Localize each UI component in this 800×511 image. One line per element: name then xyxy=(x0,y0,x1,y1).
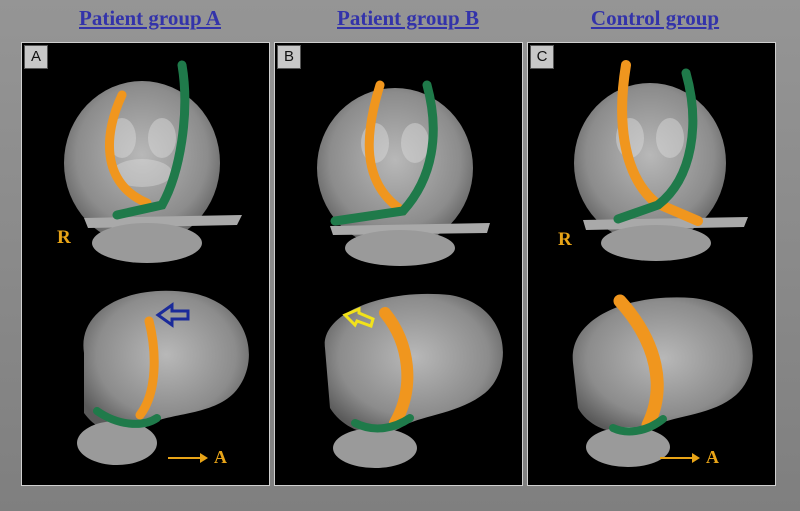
side-label-r: R xyxy=(57,227,71,248)
panel-a: A R A xyxy=(21,42,270,486)
title-patient-group-a: Patient group A xyxy=(79,6,221,30)
panel-b: B xyxy=(274,42,523,486)
sagittal-brain-slice xyxy=(572,297,753,433)
orange-tract-sagittal xyxy=(379,307,414,429)
cerebellum xyxy=(92,223,202,263)
sagittal-brain-slice xyxy=(83,290,249,434)
panel-letter-c: C xyxy=(530,45,554,69)
green-tract xyxy=(330,80,438,226)
right-arrow-icon xyxy=(660,452,700,463)
orange-tract xyxy=(364,80,408,216)
cerebellum xyxy=(601,225,711,261)
sagittal-cerebellum xyxy=(333,428,417,468)
orange-tract xyxy=(617,60,703,226)
orange-tract-sagittal xyxy=(613,294,664,432)
direction-indicator: A xyxy=(168,447,227,468)
axial-plane xyxy=(330,223,490,235)
panel-b-image xyxy=(317,80,503,468)
right-arrow-icon xyxy=(168,452,208,463)
direction-indicator: A xyxy=(660,447,719,468)
panel-letter-a: A xyxy=(24,45,48,69)
title-patient-group-b: Patient group B xyxy=(337,6,479,30)
green-tract-sagittal xyxy=(609,415,667,436)
cerebellum xyxy=(345,230,455,266)
orange-tract xyxy=(104,90,152,208)
panel-c: C R A xyxy=(527,42,776,486)
direction-label: A xyxy=(706,447,719,467)
orange-tract-sagittal xyxy=(135,316,159,420)
green-tract-sagittal xyxy=(351,414,414,433)
coronal-brain-slice xyxy=(574,83,726,243)
title-control-group: Control group xyxy=(590,6,720,30)
green-tract xyxy=(613,68,698,224)
panel-c-image xyxy=(572,60,753,467)
green-tract-sagittal xyxy=(93,407,161,428)
panel-a-image xyxy=(64,60,249,465)
panel-letter-b: B xyxy=(277,45,301,69)
green-tract xyxy=(112,60,190,220)
sagittal-cerebellum xyxy=(586,427,670,467)
side-label-r: R xyxy=(558,229,572,250)
sagittal-cerebellum xyxy=(77,421,157,465)
yellow-marker-arrow-icon xyxy=(342,306,375,328)
direction-label: A xyxy=(214,447,227,467)
blue-marker-arrow-icon xyxy=(155,302,190,328)
axial-plane xyxy=(84,215,242,228)
sagittal-brain-slice xyxy=(324,293,503,434)
